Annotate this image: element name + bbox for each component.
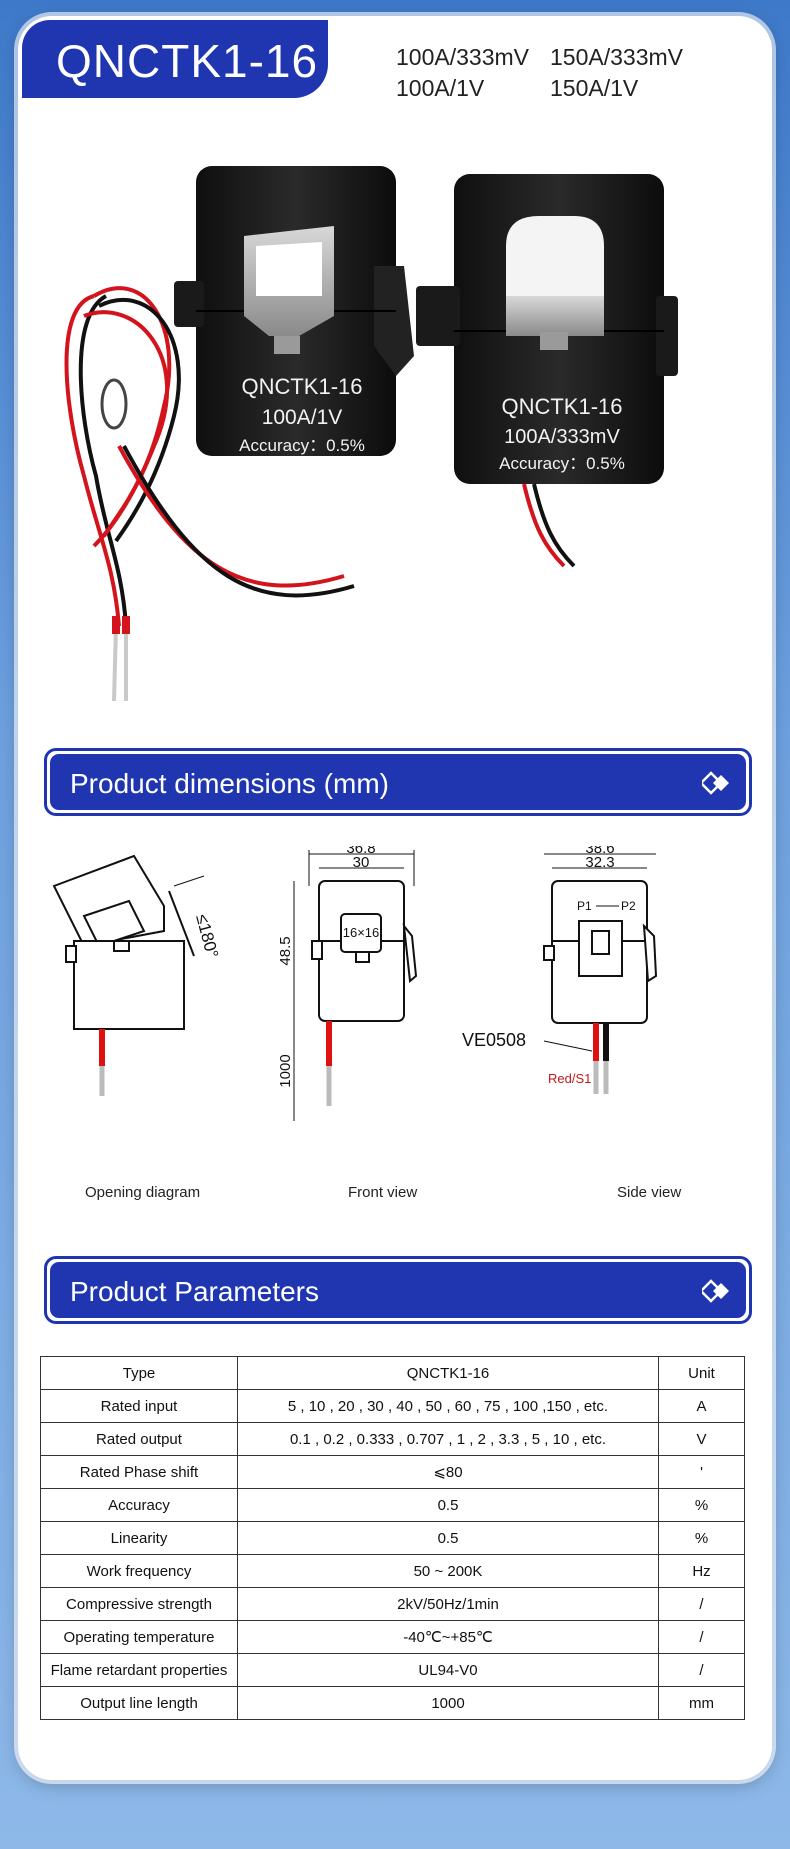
- front-inner-width: 30: [353, 854, 370, 871]
- opening-diagram-caption: Opening diagram: [85, 1184, 201, 1201]
- front-height: 48.5: [277, 936, 294, 965]
- ct-right-accuracy: Accuracy：0.5%: [499, 454, 625, 473]
- table-cell: Output line length: [40, 1686, 238, 1720]
- table-header-row: Type QNCTK1-16 Unit: [40, 1356, 745, 1390]
- side-wire-color: Red/S1: [548, 1071, 591, 1086]
- table-cell: A: [658, 1389, 745, 1423]
- table-cell: 0.5: [237, 1521, 659, 1555]
- table-cell: /: [658, 1587, 745, 1621]
- product-title: QNCTK1-16: [56, 35, 319, 87]
- table-cell: /: [658, 1653, 745, 1687]
- table-cell: UL94-V0: [237, 1653, 659, 1687]
- ct-left-accuracy: Accuracy：0.5%: [239, 436, 365, 455]
- side-view-caption: Side view: [617, 1184, 682, 1201]
- table-cell: Work frequency: [40, 1554, 238, 1588]
- table-cell: %: [658, 1521, 745, 1555]
- front-view-caption: Front view: [348, 1184, 418, 1201]
- table-cell: Hz: [658, 1554, 745, 1588]
- table-cell: %: [658, 1488, 745, 1522]
- side-inner-width: 32.3: [585, 854, 614, 871]
- table-cell: 0.5: [237, 1488, 659, 1522]
- spec-item: 100A/333mV: [396, 44, 529, 70]
- ct-right-rating: 100A/333mV: [504, 426, 620, 448]
- spec-item: 150A/1V: [550, 75, 639, 101]
- product-photo: QNCTK1-16 100A/1V Accuracy：0.5% QNCTK1-1…: [64, 166, 678, 702]
- ct-left-rating: 100A/1V: [262, 406, 343, 429]
- table-cell: 1000: [237, 1686, 659, 1720]
- diamond-icon: [702, 771, 729, 795]
- spec-item: 100A/1V: [396, 75, 485, 101]
- table-cell: Accuracy: [40, 1488, 238, 1522]
- parameters-heading: Product Parameters: [70, 1276, 319, 1307]
- front-window-size: 16×16: [343, 925, 380, 940]
- front-view-diagram: [293, 850, 418, 1121]
- title-tab: QNCTK1-16: [22, 20, 328, 98]
- table-cell: V: [658, 1422, 745, 1456]
- table-row: Operating temperature-40℃~+85℃/: [40, 1620, 745, 1654]
- table-cell: Rated Phase shift: [40, 1455, 238, 1489]
- table-row: Rated Phase shift⩽80': [40, 1455, 745, 1489]
- front-outer-width: 36.8: [346, 846, 375, 857]
- table-cell: Unit: [658, 1356, 745, 1390]
- opening-diagram: [52, 854, 205, 1096]
- ct-right-model: QNCTK1-16: [501, 394, 622, 419]
- side-wire-label: VE0508: [462, 1030, 526, 1050]
- table-cell: /: [658, 1620, 745, 1654]
- table-cell: Operating temperature: [40, 1620, 238, 1654]
- opening-angle-label: ≤180°: [192, 912, 222, 960]
- ct-left: QNCTK1-16 100A/1V Accuracy：0.5%: [174, 166, 414, 456]
- diamond-icon: [702, 1279, 729, 1303]
- table-cell: ': [658, 1455, 745, 1489]
- dimensions-banner: Product dimensions (mm): [44, 748, 752, 816]
- table-cell: Rated output: [40, 1422, 238, 1456]
- spec-item: 150A/333mV: [550, 44, 683, 70]
- table-cell: mm: [658, 1686, 745, 1720]
- table-cell: Flame retardant properties: [40, 1653, 238, 1687]
- ct-right: QNCTK1-16 100A/333mV Accuracy：0.5%: [416, 174, 678, 568]
- table-cell: 50 ~ 200K: [237, 1554, 659, 1588]
- ct-left-model: QNCTK1-16: [241, 374, 362, 399]
- dimension-diagrams: ≤180° 36.8 30 16×16 48.5 1000: [52, 846, 658, 1121]
- side-p1-label: P1: [577, 899, 592, 913]
- table-cell: Linearity: [40, 1521, 238, 1555]
- table-cell: 5 , 10 , 20 , 30 , 40 , 50 , 60 , 75 , 1…: [237, 1389, 659, 1423]
- table-cell: QNCTK1-16: [237, 1356, 659, 1390]
- dimensions-heading: Product dimensions (mm): [70, 768, 389, 799]
- side-outer-width: 38.6: [585, 846, 614, 857]
- product-sheet: QNCTK1-16 100A/333mV 150A/333mV 100A/1V …: [18, 16, 772, 1780]
- table-cell: -40℃~+85℃: [237, 1620, 659, 1654]
- wire-coil: [64, 286, 355, 702]
- parameters-banner: Product Parameters: [44, 1256, 752, 1324]
- table-cell: ⩽80: [237, 1455, 659, 1489]
- table-cell: Compressive strength: [40, 1587, 238, 1621]
- table-cell: Type: [40, 1356, 238, 1390]
- table-cell: 0.1 , 0.2 , 0.333 , 0.707 , 1 , 2 , 3.3 …: [237, 1422, 659, 1456]
- side-p2-label: P2: [621, 899, 636, 913]
- front-lead-length: 1000: [277, 1054, 294, 1087]
- table-cell: Rated input: [40, 1389, 238, 1423]
- table-cell: 2kV/50Hz/1min: [237, 1587, 659, 1621]
- side-view-diagram: [543, 853, 658, 1094]
